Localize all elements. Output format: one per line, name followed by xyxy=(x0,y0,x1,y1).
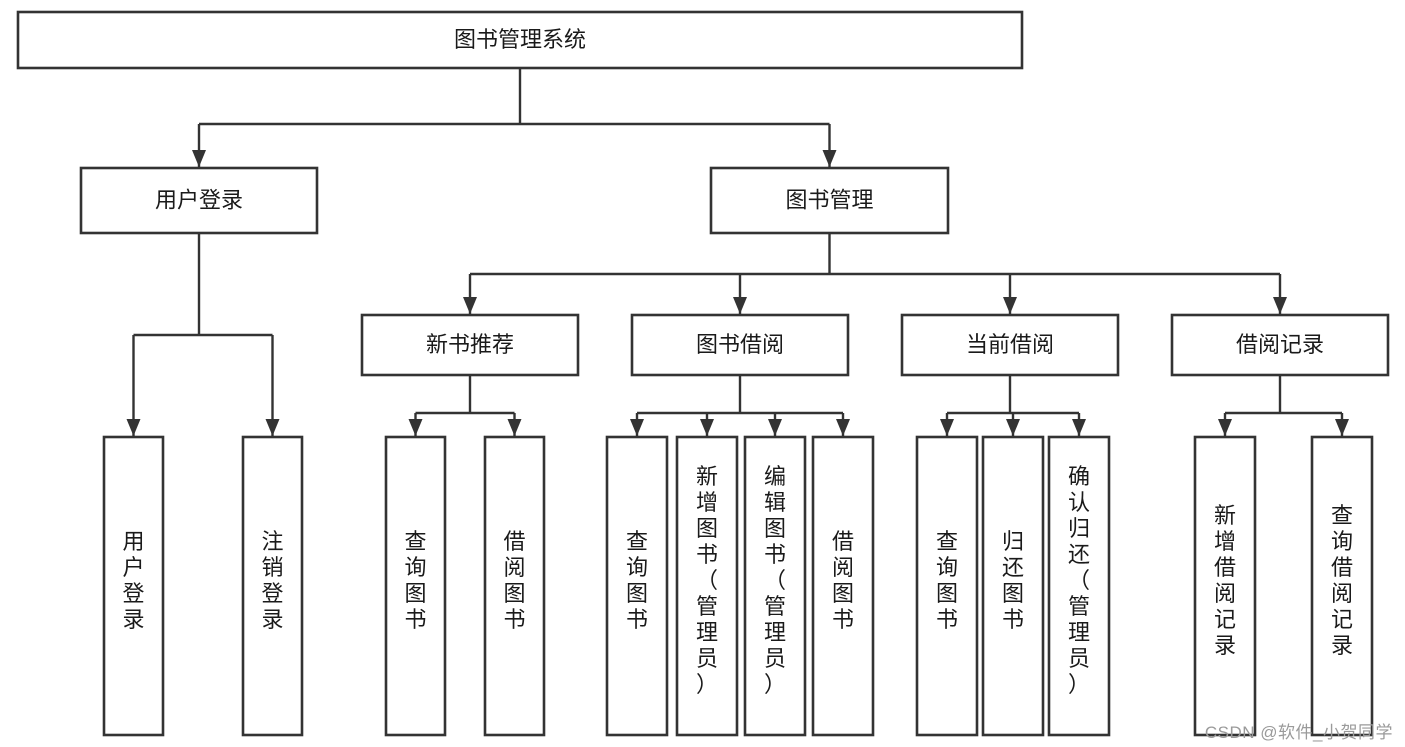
l3-3-arrow-1 xyxy=(1335,419,1349,436)
bookmgmt-arrow-3 xyxy=(1273,297,1287,314)
node-leaf-leaf-query-book-1-rect[interactable] xyxy=(384,435,447,737)
node-leaf-leaf-query-book-1-label: 查询图书 xyxy=(404,529,426,632)
node-leaf-leaf-query-record[interactable]: 查询借阅记录 xyxy=(1310,435,1374,737)
node-leaf-leaf-confirm-return[interactable]: 确认归还（管理员） xyxy=(1047,435,1111,737)
l3-0-arrow-0 xyxy=(408,419,423,436)
userlogin-arrow-1 xyxy=(265,419,280,436)
node-level2-user-login-rect[interactable] xyxy=(79,166,319,235)
node-root-rect[interactable] xyxy=(16,10,1024,70)
node-leaf-leaf-return-book[interactable]: 归还图书 xyxy=(981,435,1045,737)
node-leaf-leaf-borrow-book-1[interactable]: 借阅图书 xyxy=(483,435,546,737)
node-leaf-leaf-query-book-3-label: 查询图书 xyxy=(936,529,958,632)
root-arrow-1 xyxy=(822,150,837,167)
node-leaf-leaf-borrow-book-2[interactable]: 借阅图书 xyxy=(811,435,875,737)
node-leaf-leaf-confirm-return-rect[interactable] xyxy=(1047,435,1111,737)
node-root-label: 图书管理系统 xyxy=(454,27,586,52)
node-level3-current-borrow-label: 当前借阅 xyxy=(966,332,1054,357)
node-level3-new-book-recommend-label: 新书推荐 xyxy=(426,332,514,357)
node-root[interactable]: 图书管理系统 xyxy=(16,10,1024,70)
node-level3-current-borrow[interactable]: 当前借阅 xyxy=(900,313,1120,377)
node-leaf-leaf-query-book-2-label: 查询图书 xyxy=(626,529,648,632)
node-leaf-leaf-edit-book-rect[interactable] xyxy=(743,435,807,737)
l3-1-arrow-3 xyxy=(836,419,850,436)
watermark-text: CSDN @软件_小贺同学 xyxy=(1204,723,1393,742)
node-leaf-leaf-add-record-label: 新增借阅记录 xyxy=(1214,503,1236,658)
node-leaf-leaf-logout[interactable]: 注销登录 xyxy=(241,435,304,737)
node-level3-book-borrow-rect[interactable] xyxy=(630,313,850,377)
node-leaf-leaf-return-book-label: 归还图书 xyxy=(1002,529,1024,632)
node-leaf-leaf-borrow-book-1-rect[interactable] xyxy=(483,435,546,737)
node-leaf-leaf-add-book[interactable]: 新增图书（管理员） xyxy=(675,435,739,737)
node-leaf-leaf-query-book-3-rect[interactable] xyxy=(915,435,979,737)
node-level3-borrow-record[interactable]: 借阅记录 xyxy=(1170,313,1390,377)
node-leaf-leaf-user-login[interactable]: 用户登录 xyxy=(102,435,165,737)
node-level3-new-book-recommend[interactable]: 新书推荐 xyxy=(360,313,580,377)
node-level3-current-borrow-rect[interactable] xyxy=(900,313,1120,377)
root-arrow-0 xyxy=(192,150,206,167)
node-layer: 图书管理系统用户登录图书管理新书推荐图书借阅当前借阅借阅记录用户登录注销登录查询… xyxy=(16,10,1390,737)
node-leaf-leaf-add-record-rect[interactable] xyxy=(1193,435,1257,737)
node-level2-book-management[interactable]: 图书管理 xyxy=(709,166,950,235)
node-leaf-leaf-query-book-2[interactable]: 查询图书 xyxy=(605,435,669,737)
node-leaf-leaf-confirm-return-label: 确认归还（管理员） xyxy=(1068,464,1090,697)
node-leaf-leaf-logout-label: 注销登录 xyxy=(261,529,283,632)
l3-3-arrow-0 xyxy=(1218,419,1232,436)
node-leaf-leaf-return-book-rect[interactable] xyxy=(981,435,1045,737)
node-leaf-leaf-user-login-rect[interactable] xyxy=(102,435,165,737)
bookmgmt-arrow-2 xyxy=(1003,297,1017,314)
node-leaf-leaf-query-record-label: 查询借阅记录 xyxy=(1331,503,1353,658)
l3-2-arrow-2 xyxy=(1072,419,1086,436)
node-leaf-leaf-query-book-3[interactable]: 查询图书 xyxy=(915,435,979,737)
l3-2-arrow-1 xyxy=(1006,419,1020,436)
node-leaf-leaf-query-record-rect[interactable] xyxy=(1310,435,1374,737)
l3-2-arrow-0 xyxy=(940,419,954,436)
node-leaf-leaf-add-book-rect[interactable] xyxy=(675,435,739,737)
node-level2-book-management-label: 图书管理 xyxy=(785,187,873,212)
l3-1-arrow-0 xyxy=(630,419,644,436)
userlogin-arrow-0 xyxy=(126,419,141,436)
bookmgmt-arrow-1 xyxy=(733,297,747,314)
l3-1-arrow-1 xyxy=(700,419,714,436)
node-level3-book-borrow[interactable]: 图书借阅 xyxy=(630,313,850,377)
node-level2-user-login-label: 用户登录 xyxy=(155,187,243,212)
node-leaf-leaf-logout-rect[interactable] xyxy=(241,435,304,737)
node-level3-borrow-record-label: 借阅记录 xyxy=(1236,332,1324,357)
node-leaf-leaf-add-record[interactable]: 新增借阅记录 xyxy=(1193,435,1257,737)
bookmgmt-arrow-0 xyxy=(463,297,477,314)
node-level2-book-management-rect[interactable] xyxy=(709,166,950,235)
node-leaf-leaf-edit-book[interactable]: 编辑图书（管理员） xyxy=(743,435,807,737)
node-level3-book-borrow-label: 图书借阅 xyxy=(696,332,784,357)
node-leaf-leaf-edit-book-label: 编辑图书（管理员） xyxy=(764,464,786,697)
node-leaf-leaf-query-book-1[interactable]: 查询图书 xyxy=(384,435,447,737)
node-level3-borrow-record-rect[interactable] xyxy=(1170,313,1390,377)
node-leaf-leaf-query-book-2-rect[interactable] xyxy=(605,435,669,737)
node-level2-user-login[interactable]: 用户登录 xyxy=(79,166,319,235)
node-leaf-leaf-borrow-book-1-label: 借阅图书 xyxy=(503,529,525,632)
node-leaf-leaf-add-book-label: 新增图书（管理员） xyxy=(696,464,718,697)
l3-1-arrow-2 xyxy=(768,419,782,436)
node-leaf-leaf-user-login-label: 用户登录 xyxy=(122,529,144,632)
l3-0-arrow-1 xyxy=(507,419,522,436)
node-leaf-leaf-borrow-book-2-rect[interactable] xyxy=(811,435,875,737)
connector-layer xyxy=(126,68,1349,436)
node-level3-new-book-recommend-rect[interactable] xyxy=(360,313,580,377)
node-leaf-leaf-borrow-book-2-label: 借阅图书 xyxy=(832,529,854,632)
